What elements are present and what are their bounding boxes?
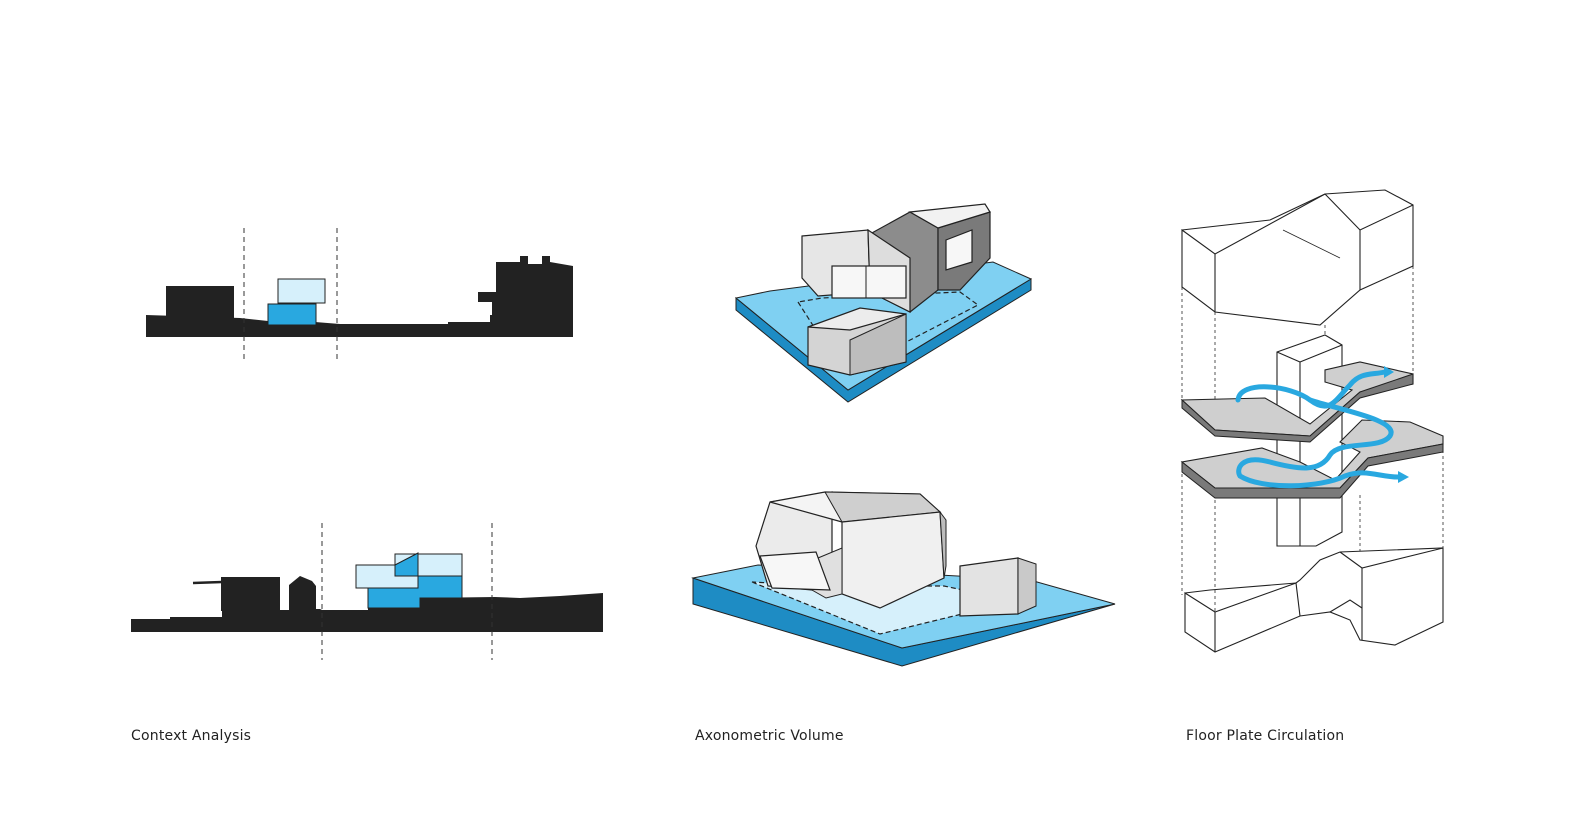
cantilever-canopy [192, 580, 223, 585]
axonometric-bottom [691, 491, 1116, 667]
building-mass-left [166, 286, 234, 319]
building-mass-right [478, 256, 573, 316]
building-mass-bottom-left [221, 577, 280, 611]
main-volume-bottom-side [939, 510, 947, 579]
caption-axonometric-volume: Axonometric Volume [695, 728, 844, 744]
proposal-lower-volume-top [267, 303, 317, 326]
context-section-bottom [131, 523, 603, 660]
floor-plate-panel [1180, 189, 1444, 653]
caption-floor-plate-circulation: Floor Plate Circulation [1186, 728, 1345, 744]
pavilion-side-top [849, 313, 907, 376]
axonometric-panel [691, 203, 1116, 667]
building-mass-bottom-small [289, 576, 316, 611]
axonometric-top [734, 203, 1033, 403]
window-opening-top [831, 265, 907, 299]
circulation-path [1235, 369, 1403, 489]
circulation-arrowhead-lower [1398, 471, 1409, 483]
caption-context-analysis: Context Analysis [131, 728, 252, 744]
proposal-ramp-void [394, 552, 419, 577]
ground-floor-volume [1184, 547, 1444, 653]
pavilion-side-bottom [1017, 557, 1037, 615]
window-opening-bottom [759, 551, 831, 591]
context-analysis-panel [131, 228, 603, 660]
side-window-top [945, 229, 973, 271]
pavilion-front-bottom [959, 557, 1019, 617]
proposal-upper-volume-top [277, 278, 326, 304]
ground-mass-bottom [131, 593, 603, 632]
ground-mass-top [146, 315, 573, 337]
pavilion-roof-top [807, 307, 907, 331]
main-volume-roof [908, 203, 991, 229]
context-section-top [146, 228, 573, 362]
roof-volume [1181, 189, 1414, 326]
circulation-arrowhead-upper [1384, 366, 1394, 378]
